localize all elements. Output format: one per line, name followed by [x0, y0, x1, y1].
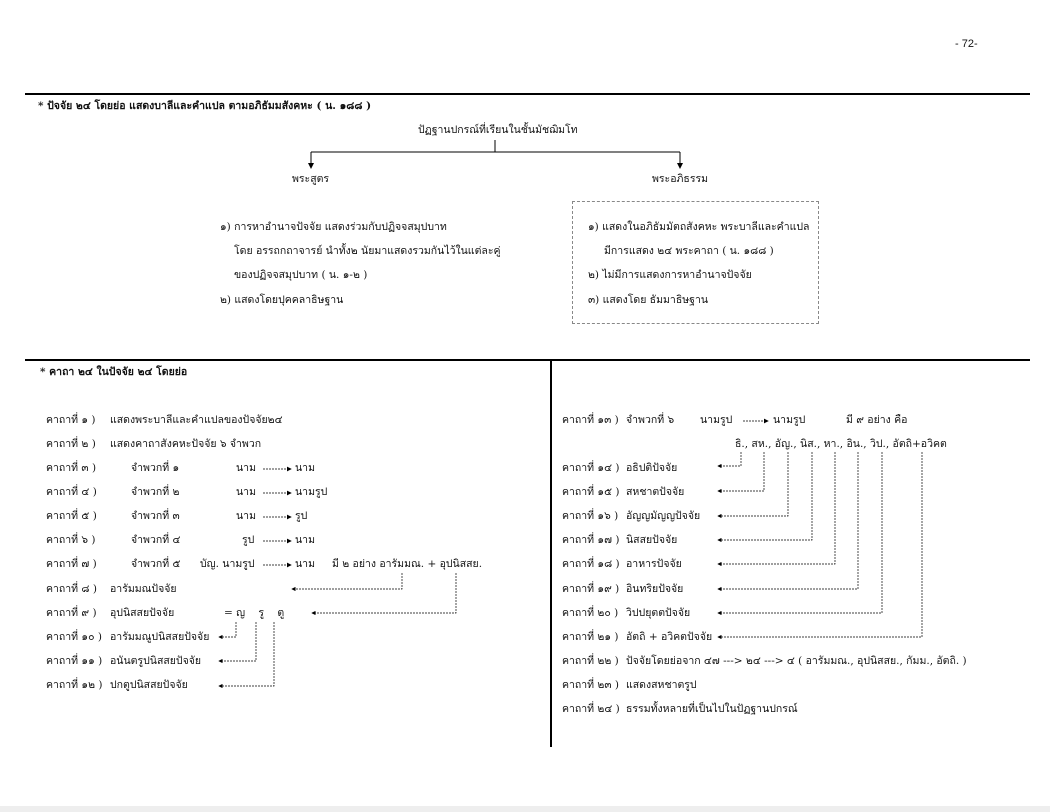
- left-item-4: ๒) แสดงโดยปุคคลาธิษฐาน: [220, 294, 344, 306]
- section2-heading: * คาถา ๒๔ ในปัจจัย ๒๔ โดยย่อ: [40, 366, 188, 378]
- gatha-8-desc: อารัมมณปัจจัย: [110, 583, 177, 595]
- gatha-9-desc: อุปนิสสยปัจจัย: [110, 607, 175, 619]
- tree-left-branch: พระสูตร: [292, 173, 330, 185]
- gatha-13-members: ธิ., สห., อัญ., นิส., หา., อิน., วิป., อ…: [735, 438, 947, 450]
- gatha-6-from: รูป: [242, 534, 255, 546]
- gatha-10-desc: อารัมมณูปนิสสยปัจจัย: [110, 631, 210, 643]
- middle-rule: [25, 359, 1030, 361]
- gatha-2-desc: แสดงคาถาสังคหะปัจจัย ๖ จำพวก: [110, 438, 262, 450]
- gatha-19-label: คาถาที่ ๑๙ ): [562, 583, 620, 595]
- left-item-2: โดย อรรถกถาจารย์ นำทั้ง๒ นัยมาแสดงรวมกัน…: [234, 245, 501, 257]
- gatha-15-label: คาถาที่ ๑๕ ): [562, 486, 620, 498]
- gatha-7-to: นาม: [295, 558, 315, 570]
- gatha-13-to: นามรูป: [773, 414, 806, 426]
- gatha-16-desc: อัญญมัญญปัจจัย: [626, 510, 701, 522]
- gatha-22-label: คาถาที่ ๒๒ ): [562, 655, 619, 667]
- gatha-7-label: คาถาที่ ๗ ): [46, 558, 97, 570]
- gatha-8-label: คาถาที่ ๘ ): [46, 583, 97, 595]
- gatha-15-desc: สหชาตปัจจัย: [626, 486, 685, 498]
- gatha-10-label: คาถาที่ ๑๐ ): [46, 631, 102, 643]
- gatha-9-extra: = ญ รู ตู: [224, 607, 285, 619]
- gatha-4-label: คาถาที่ ๔ ): [46, 486, 97, 498]
- gatha-20-desc: วิปปยุตตปัจจัย: [626, 607, 691, 619]
- gatha-11-label: คาถาที่ ๑๑ ): [46, 655, 103, 667]
- gatha-20-label: คาถาที่ ๒๐ ): [562, 607, 619, 619]
- gatha-1-label: คาถาที่ ๑ ): [46, 414, 96, 426]
- page-number: - 72-: [955, 38, 978, 50]
- gatha-6-label: คาถาที่ ๖ ): [46, 534, 96, 546]
- left-item-3: ของปฏิจจสมุปบาท ( น. ๑-๒ ): [234, 269, 368, 281]
- gatha-14-label: คาถาที่ ๑๔ ): [562, 462, 620, 474]
- gatha-24-label: คาถาที่ ๒๔ ): [562, 703, 620, 715]
- gatha-23-desc: แสดงสหชาตรูป: [626, 679, 697, 691]
- gatha-3-label: คาถาที่ ๓ ): [46, 462, 97, 474]
- gatha-4-from: นาม: [236, 486, 256, 498]
- gatha-13-from: นามรูป: [700, 414, 733, 426]
- gatha-6-to: นาม: [295, 534, 315, 546]
- page-footer-strip: [0, 806, 1050, 812]
- gatha-18-desc: อาหารปัจจัย: [626, 558, 682, 570]
- gatha-13-label: คาถาที่ ๑๓ ): [562, 414, 619, 426]
- right-item-3: ๒) ไม่มีการแสดงการหาอำนาจปัจจัย: [588, 269, 752, 281]
- gatha-5-desc: จำพวกที่ ๓: [131, 510, 180, 522]
- tree-root: ปัฏฐานปกรณ์ที่เรียนในชั้นมัชฌิมโท: [418, 124, 578, 136]
- tree-right-branch: พระอภิธรรม: [652, 173, 709, 185]
- gatha-16-label: คาถาที่ ๑๖ ): [562, 510, 619, 522]
- tree-connector: [308, 140, 683, 169]
- gatha-13-desc: จำพวกที่ ๖: [626, 414, 675, 426]
- gatha-3-desc: จำพวกที่ ๑: [131, 462, 180, 474]
- gatha-19-desc: อินทริยปัจจัย: [626, 583, 684, 595]
- gatha-11-desc: อนันตรูปนิสสยปัจจัย: [110, 655, 202, 667]
- gatha-21-label: คาถาที่ ๒๑ ): [562, 631, 619, 643]
- gatha-5-label: คาถาที่ ๕ ): [46, 510, 97, 522]
- gatha-12-desc: ปกตูปนิสสยปัจจัย: [110, 679, 188, 691]
- gatha-12-label: คาถาที่ ๑๒ ): [46, 679, 103, 691]
- left-bracket-arrows: [218, 573, 457, 689]
- gatha-14-desc: อธิปติปัจจัย: [626, 462, 678, 474]
- gatha-7-extra: มี ๒ อย่าง อารัมมณ. + อุปนิสสย.: [332, 558, 483, 570]
- left-item-1: ๑) การหาอำนาจปัจจัย แสดงร่วมกับปฏิจจสมุป…: [220, 221, 447, 233]
- column-divider: [550, 360, 552, 747]
- gatha-22-desc: ปัจจัยโดยย่อจาก ๔๗ ---> ๒๔ ---> ๔ ( อารั…: [626, 655, 967, 667]
- gatha-1-desc: แสดงพระบาลีและคำแปลของปัจจัย๒๔: [110, 414, 283, 426]
- gatha-23-label: คาถาที่ ๒๓ ): [562, 679, 619, 691]
- gatha-7-from: บัญ. นามรูป: [200, 558, 255, 570]
- gatha-17-desc: นิสสยปัจจัย: [626, 534, 678, 546]
- section1-heading: * ปัจจัย ๒๔ โดยย่อ แสดงบาลีและคำแปล ตามอ…: [38, 100, 372, 112]
- gatha-5-from: นาม: [236, 510, 256, 522]
- right-bracket-arrows: [717, 452, 923, 640]
- gatha-2-label: คาถาที่ ๒ ): [46, 438, 96, 450]
- gatha-3-from: นาม: [236, 462, 256, 474]
- gatha-13-extra: มี ๙ อย่าง คือ: [846, 414, 908, 426]
- left-row-arrows: [263, 466, 292, 568]
- gatha-5-to: รูป: [295, 510, 308, 522]
- right-item-1: ๑) แสดงในอภิธัมมัตถสังคหะ พระบาลีและคำแป…: [588, 221, 810, 233]
- gatha-9-label: คาถาที่ ๙ ): [46, 607, 97, 619]
- gatha-4-desc: จำพวกที่ ๒: [131, 486, 180, 498]
- gatha-7-desc: จำพวกที่ ๕: [131, 558, 181, 570]
- gatha-6-desc: จำพวกที่ ๔: [131, 534, 181, 546]
- right-item-4: ๓) แสดงโดย ธัมมาธิษฐาน: [588, 294, 709, 306]
- top-rule: [25, 93, 1030, 95]
- gatha-18-label: คาถาที่ ๑๘ ): [562, 558, 620, 570]
- gatha-24-desc: ธรรมทั้งหลายที่เป็นไปในปัฏฐานปกรณ์: [626, 703, 798, 715]
- gatha-17-label: คาถาที่ ๑๗ ): [562, 534, 620, 546]
- gatha-4-to: นามรูป: [295, 486, 328, 498]
- gatha-3-to: นาม: [295, 462, 315, 474]
- gatha-21-desc: อัตถิ + อวิคตปัจจัย: [626, 631, 713, 643]
- abhidhamma-box: [572, 201, 819, 324]
- right-item-2: มีการแสดง ๒๔ พระคาถา ( น. ๑๘๘ ): [604, 245, 774, 257]
